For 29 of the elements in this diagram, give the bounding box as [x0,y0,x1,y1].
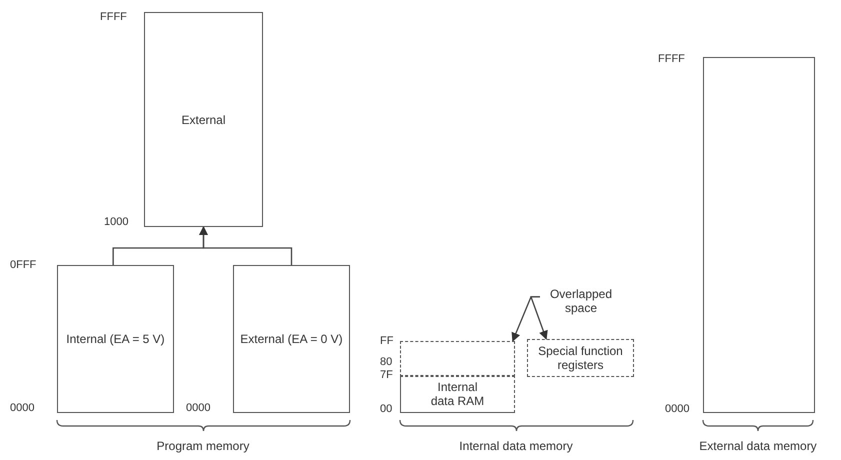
address-label: 0000 [665,403,690,415]
memory-block [233,265,350,413]
address-label: FF [380,335,394,347]
overlap-region [400,341,515,377]
address-label: 1000 [104,216,128,228]
memory-block [527,339,634,377]
memory-block [57,265,174,413]
memory-block [400,375,515,413]
address-label: FFFF [100,11,127,23]
block-label: Internal data RAM [430,380,486,408]
section-caption: Internal data memory [459,439,573,453]
block-label: External (EA = 0 V) [239,332,344,346]
address-label: 00 [380,403,392,415]
section-caption: Program memory [156,439,250,453]
memory-block [703,57,815,413]
address-label: 7F [380,369,393,381]
address-label: 80 [380,356,392,368]
block-label: Internal (EA = 5 V) [65,332,166,346]
block-label: Special function registers [537,344,624,372]
arrow [198,226,292,265]
address-label: 0000 [10,402,34,414]
block-label: External [180,112,227,126]
section-caption: External data memory [699,439,817,453]
address-label: FFFF [658,53,685,65]
address-label: 0000 [186,402,210,414]
callout-text: Overlapped space [540,287,622,317]
leader-arrow [530,296,548,340]
address-label: 0FFF [10,259,36,271]
memory-block [144,12,263,227]
